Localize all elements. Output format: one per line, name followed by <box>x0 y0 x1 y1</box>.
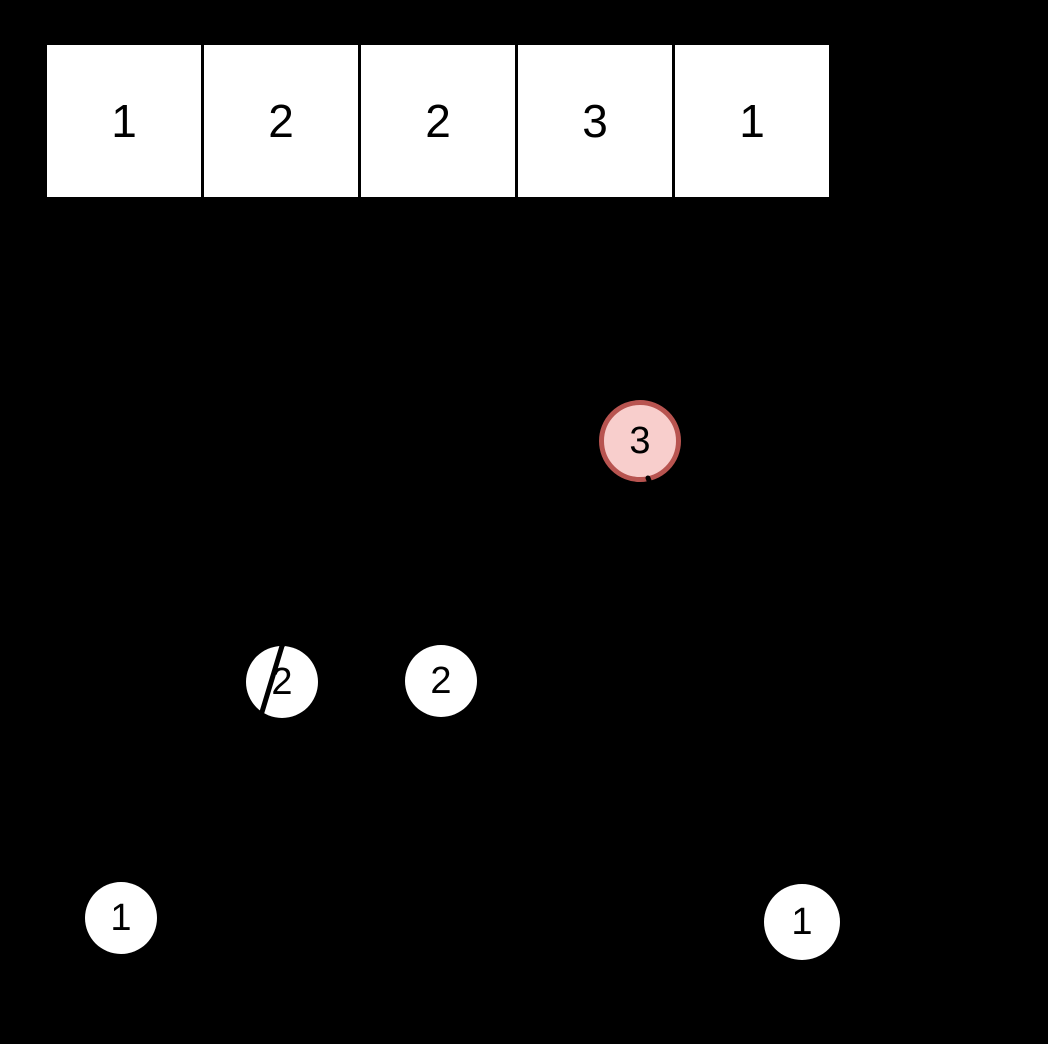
array-cell-1[interactable]: 2 <box>201 42 361 200</box>
array-cell-4[interactable]: 1 <box>672 42 832 200</box>
tree-node-n1b[interactable]: 1 <box>764 884 840 960</box>
tree-edge-n3-to-n1b <box>645 475 703 603</box>
array-cell-2[interactable]: 2 <box>358 42 518 200</box>
tree-node-n1a[interactable]: 1 <box>85 882 157 954</box>
array-cell-0[interactable]: 1 <box>44 42 204 200</box>
tree-node-label: 1 <box>110 896 132 939</box>
tree-node-n2b[interactable]: 2 <box>405 645 477 717</box>
tree-node-label: 3 <box>629 419 651 462</box>
tree-node-label: 2 <box>430 659 452 702</box>
tree-edge-n1a-to-n2a <box>157 823 231 908</box>
tree-node-n2a[interactable]: 2 <box>246 646 318 718</box>
tree-node-n3[interactable]: 3 <box>599 400 681 482</box>
array-cell-3[interactable]: 3 <box>515 42 675 200</box>
tree-node-label: 2 <box>271 660 293 703</box>
tree-node-label: 1 <box>791 900 813 943</box>
